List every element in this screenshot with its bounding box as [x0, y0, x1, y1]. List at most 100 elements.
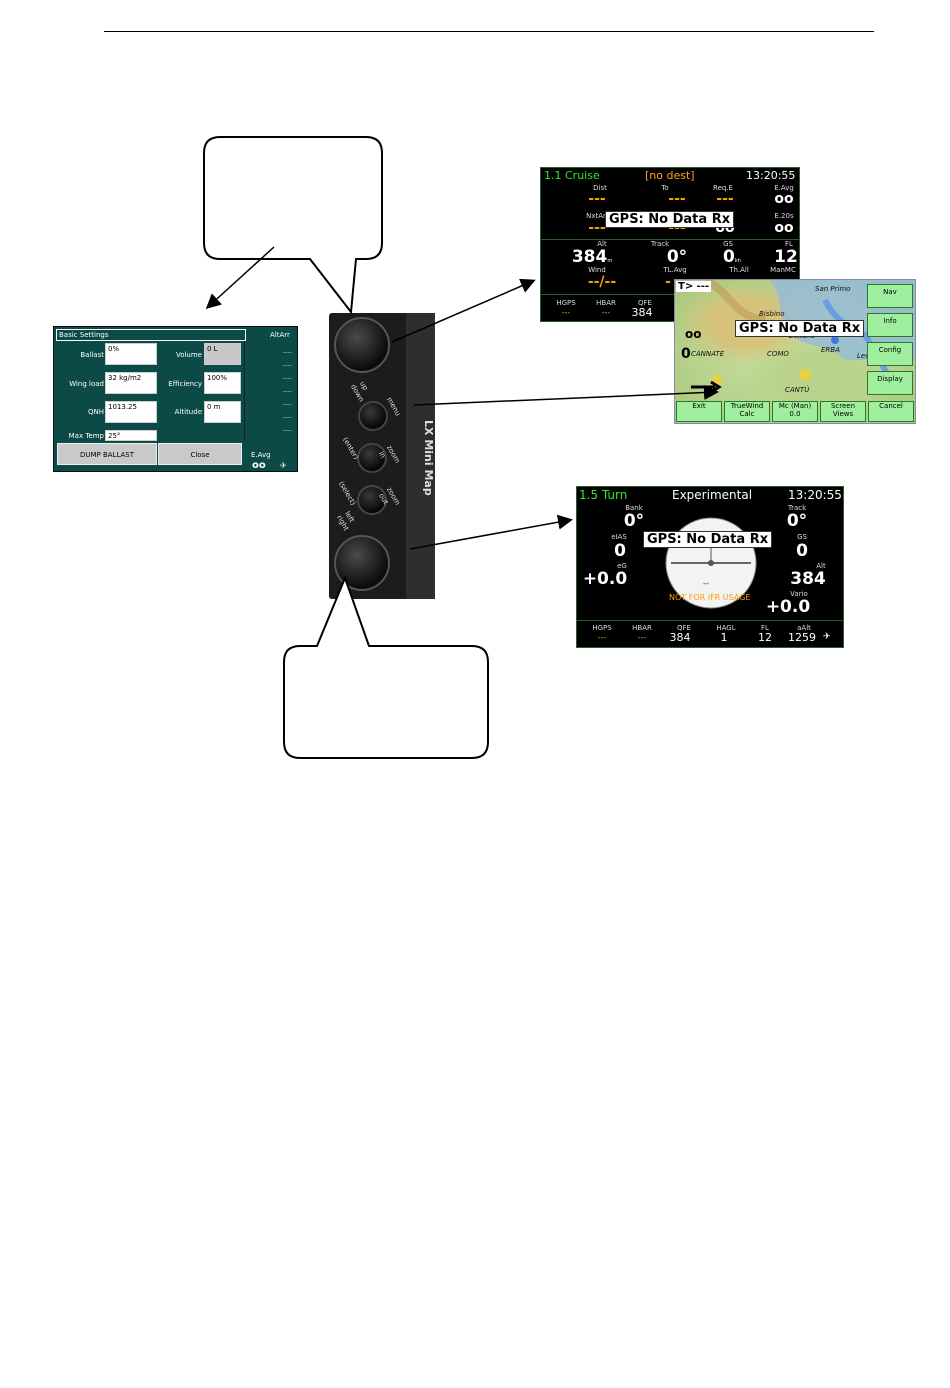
nav-button[interactable]: Nav [867, 284, 913, 308]
side-value: ---- [283, 427, 292, 434]
basic-settings-screen: Basic Settings AltArr Ballast 0% Volume … [53, 326, 298, 472]
nxtar-value: --- [588, 220, 606, 236]
hagl-label: HAGL [716, 624, 736, 632]
side-value: ---- [283, 401, 292, 408]
turn-screen: 1.5 Turn Experimental 13:20:55 -- NOT FO… [576, 486, 844, 648]
side-value: ---- [283, 362, 292, 369]
qnh-label: QNH [87, 408, 104, 416]
dist-value: --- [588, 191, 606, 207]
gs-value: 0kh [723, 247, 741, 267]
exit-button[interactable]: Exit [676, 401, 722, 422]
vario-value: +0.0 [765, 597, 811, 617]
config-button[interactable]: Config [867, 342, 913, 366]
reqe-label: Req.E [713, 184, 733, 192]
hgps-label: HGPS [556, 299, 576, 307]
zoom-in-button[interactable] [357, 443, 387, 473]
qfe-label: QFE [677, 624, 691, 632]
display-button[interactable]: Display [867, 371, 913, 395]
gps-status-banner: GPS: No Data Rx [643, 531, 773, 548]
vario-label: Vario [790, 590, 808, 598]
place-label: COMO [767, 350, 789, 358]
efficiency-label: Efficiency [168, 380, 202, 388]
mc-man-button[interactable]: Mc (Man)0.0 [772, 401, 818, 422]
map-value: 0 [681, 346, 691, 362]
bank-value: 0° [623, 511, 645, 531]
qfe-value: 384 [669, 631, 691, 644]
alt-value: 384m [571, 247, 613, 267]
eavg-label: E.Avg [774, 184, 794, 192]
eavg-value: oo [774, 191, 794, 207]
fl-value: 12 [774, 247, 798, 267]
hgps-label: HGPS [592, 624, 612, 632]
alt-label: Alt [597, 240, 607, 248]
info-button[interactable]: Info [867, 313, 913, 337]
bank-label: Bank [625, 504, 643, 512]
max-temp-label: Max Temp [68, 432, 104, 440]
eg-value: +0.0 [582, 569, 628, 589]
e20s-label: E.20s [774, 212, 794, 220]
wind-value: --/-- [587, 274, 617, 290]
qfe-label: QFE [638, 299, 652, 307]
volume-field[interactable]: 0 L [204, 343, 241, 365]
side-header-altarr: AltArr [270, 331, 290, 339]
place-label: Bisbino [759, 310, 785, 318]
upper-rotary-knob[interactable] [334, 317, 390, 373]
map-screen: T> --- San Primo Bisbino Bellano COMO ER… [674, 279, 916, 424]
eavg-value: oo [252, 460, 266, 471]
basic-settings-title: Basic Settings [56, 329, 246, 341]
footer-divider [577, 620, 843, 621]
alt-value: 384 [790, 569, 826, 589]
cruise-page-title: 1.1 Cruise [544, 169, 600, 182]
qnh-field[interactable]: 1013.25 [105, 401, 157, 423]
place-label: ERBA [821, 346, 840, 354]
hagl-value: 1 [720, 631, 728, 644]
ballast-field[interactable]: 0% [105, 343, 157, 365]
hbar-label: HBAR [632, 624, 652, 632]
volume-label: Volume [175, 351, 202, 359]
dump-ballast-button[interactable]: DUMP BALLAST [57, 443, 157, 465]
eg-label: eG [617, 562, 627, 570]
track-value: 0° [786, 511, 808, 531]
aalt-label: aAlt [797, 624, 811, 632]
horizon-dashes: -- [703, 579, 709, 588]
cancel-button[interactable]: Cancel [868, 401, 914, 422]
wing-load-field[interactable]: 32 kg/m2 [105, 372, 157, 394]
arrow-to-settings [205, 246, 275, 310]
target-label: T> --- [676, 281, 712, 292]
panel-divider [244, 341, 245, 441]
turn-page-title: 1.5 Turn [579, 488, 628, 502]
track-label: Track [650, 240, 670, 248]
max-temp-field[interactable]: 25° [105, 430, 157, 441]
fl-label: FL [785, 240, 793, 248]
altitude-field[interactable]: 0 m [204, 401, 241, 423]
clock: 13:20:55 [788, 488, 842, 502]
gs-label: GS [797, 533, 807, 541]
arrow-icon [691, 380, 722, 394]
to-label: To [661, 184, 669, 192]
divider [541, 239, 799, 240]
wing-load-label: Wing load [69, 380, 104, 388]
turn-screen-title: Experimental [672, 488, 753, 502]
lower-rotary-knob[interactable] [334, 535, 390, 591]
map-value: oo [685, 327, 702, 341]
side-value: ---- [283, 349, 292, 356]
aircraft-icon: ✈ [280, 461, 287, 470]
ridge [703, 280, 766, 324]
eias-value: 0 [614, 541, 626, 561]
destination-label: [no dest] [645, 169, 695, 182]
track-label: Track [787, 504, 807, 512]
efficiency-field[interactable]: 100% [204, 372, 241, 394]
place-label: San Primo [815, 285, 851, 293]
ballast-label: Ballast [80, 351, 104, 359]
menu-button[interactable] [358, 401, 388, 431]
aalt-value: 1259 [788, 631, 816, 644]
zoom-out-button[interactable] [357, 485, 387, 515]
to-value: --- [668, 191, 686, 207]
qfe-value: 384 [631, 306, 653, 319]
close-button[interactable]: Close [158, 443, 242, 465]
clock: 13:20:55 [746, 169, 796, 182]
reqe-value: --- [716, 191, 734, 207]
